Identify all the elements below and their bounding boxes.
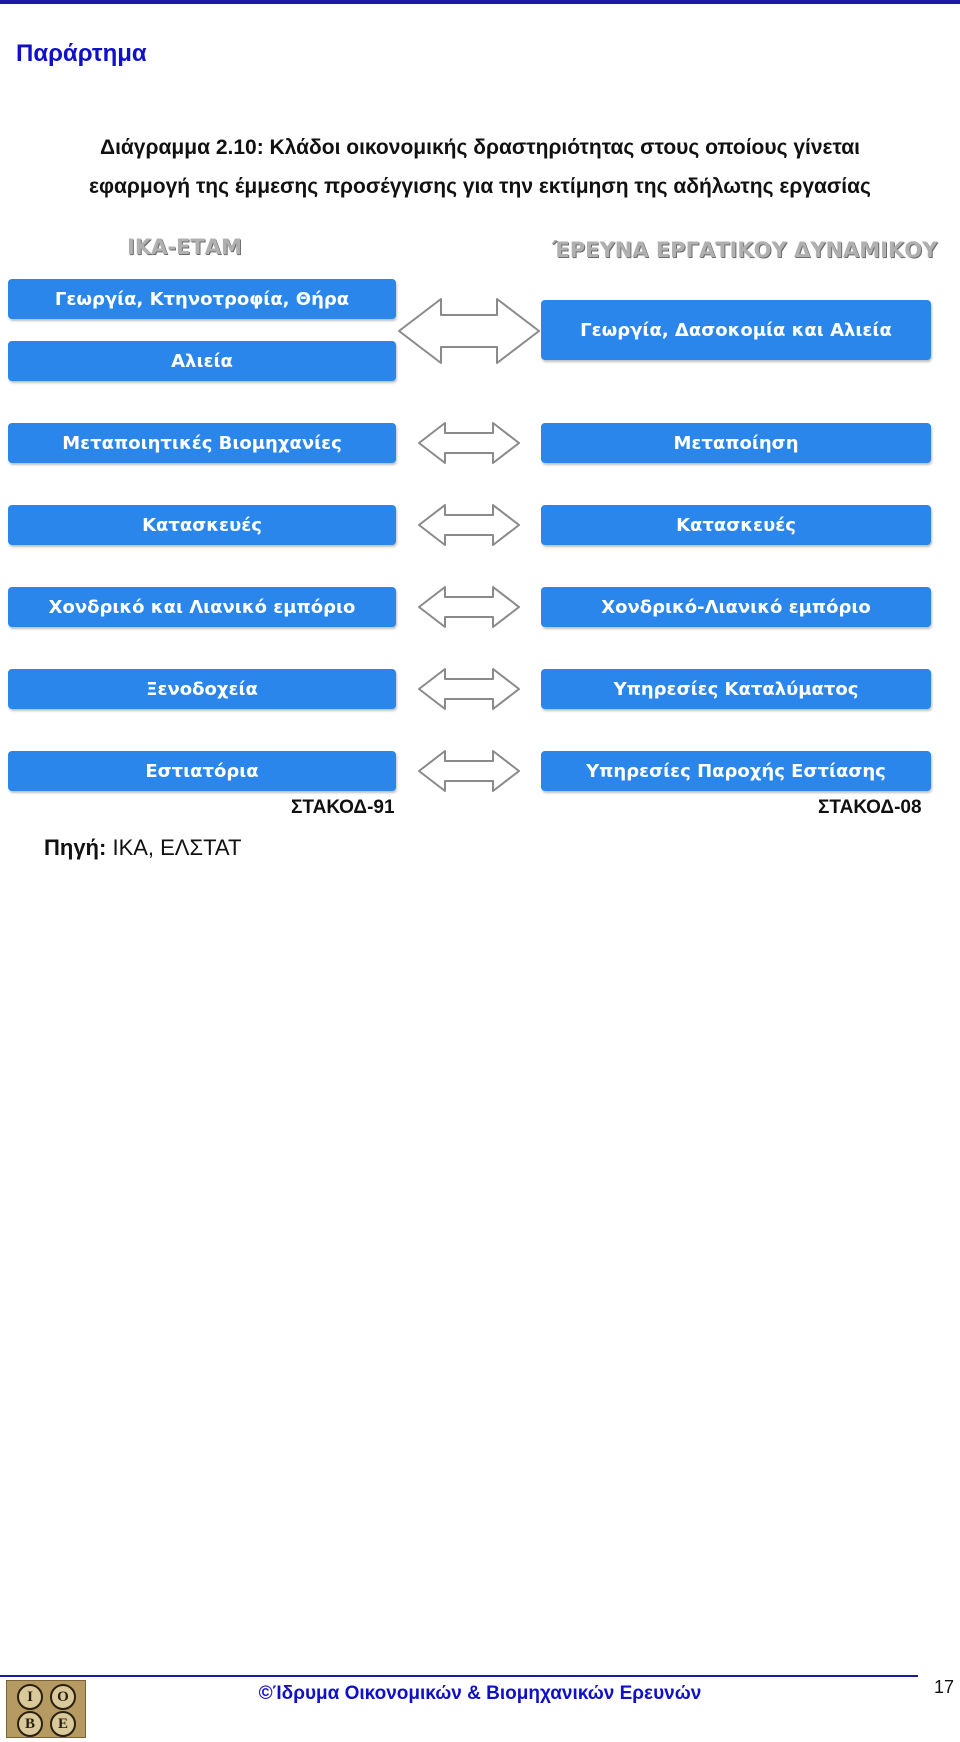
left-box-trade: Χονδρικό και Λιανικό εμπόριο — [8, 587, 396, 627]
left-classification-code: ΣΤΑΚΟΔ-91 — [291, 797, 395, 818]
left-column-header: ΙΚΑ-ΕΤΑΜ — [127, 235, 242, 259]
logo-letter: Ε — [50, 1711, 76, 1737]
left-box-manufacturing: Μεταποιητικές Βιομηχανίες — [8, 423, 396, 463]
right-box-trade: Χονδρικό-Λιανικό εμπόριο — [541, 587, 931, 627]
page-number: 17 — [934, 1677, 955, 1697]
source-label: Πηγή: — [44, 835, 107, 860]
right-box-agriculture: Γεωργία, Δασοκομία και Αλιεία — [541, 300, 931, 360]
diagram-title-line-1: Διάγραμμα 2.10: Κλάδοι οικονομικής δραστ… — [99, 136, 861, 159]
right-box-construction: Κατασκευές — [541, 505, 931, 545]
left-box-fishing: Αλιεία — [8, 341, 396, 381]
iobe-logo: Ι Ο Β Ε — [6, 1680, 86, 1738]
diagram-title-line-2: εφαρμογή της έμμεσης προσέγγισης για την… — [89, 175, 871, 198]
left-box-construction: Κατασκευές — [8, 505, 396, 545]
right-box-accommodation: Υπηρεσίες Καταλύματος — [541, 669, 931, 709]
logo-letter: Ι — [17, 1684, 43, 1710]
source-note: Πηγή: ΙΚΑ, ΕΛΣΤΑΤ — [44, 835, 241, 861]
top-rule — [0, 0, 960, 4]
right-column-header: ΈΡΕΥΝΑ ΕΡΓΑΤΙΚΟΥ ΔΥΝΑΜΙΚΟΥ — [552, 238, 938, 262]
source-value: ΙΚΑ, ΕΛΣΤΑΤ — [112, 835, 242, 860]
right-box-manufacturing: Μεταποίηση — [541, 423, 931, 463]
right-box-food-services: Υπηρεσίες Παροχής Εστίασης — [541, 751, 931, 791]
double-arrow-icon — [418, 586, 520, 628]
double-arrow-icon — [398, 298, 540, 364]
left-box-hotels: Ξενοδοχεία — [8, 669, 396, 709]
double-arrow-icon — [418, 504, 520, 546]
left-box-agriculture: Γεωργία, Κτηνοτροφία, Θήρα — [8, 279, 396, 319]
logo-letter: Β — [17, 1711, 43, 1737]
double-arrow-icon — [418, 750, 520, 792]
page-heading: Παράρτημα — [16, 40, 147, 67]
double-arrow-icon — [418, 668, 520, 710]
right-classification-code: ΣΤΑΚΟΔ-08 — [818, 797, 922, 818]
footer-copyright: ©Ίδρυμα Οικονομικών & Βιομηχανικών Ερευν… — [258, 1683, 702, 1704]
footer-rule — [0, 1675, 918, 1677]
left-box-restaurants: Εστιατόρια — [8, 751, 396, 791]
logo-letter: Ο — [50, 1684, 76, 1710]
double-arrow-icon — [418, 422, 520, 464]
